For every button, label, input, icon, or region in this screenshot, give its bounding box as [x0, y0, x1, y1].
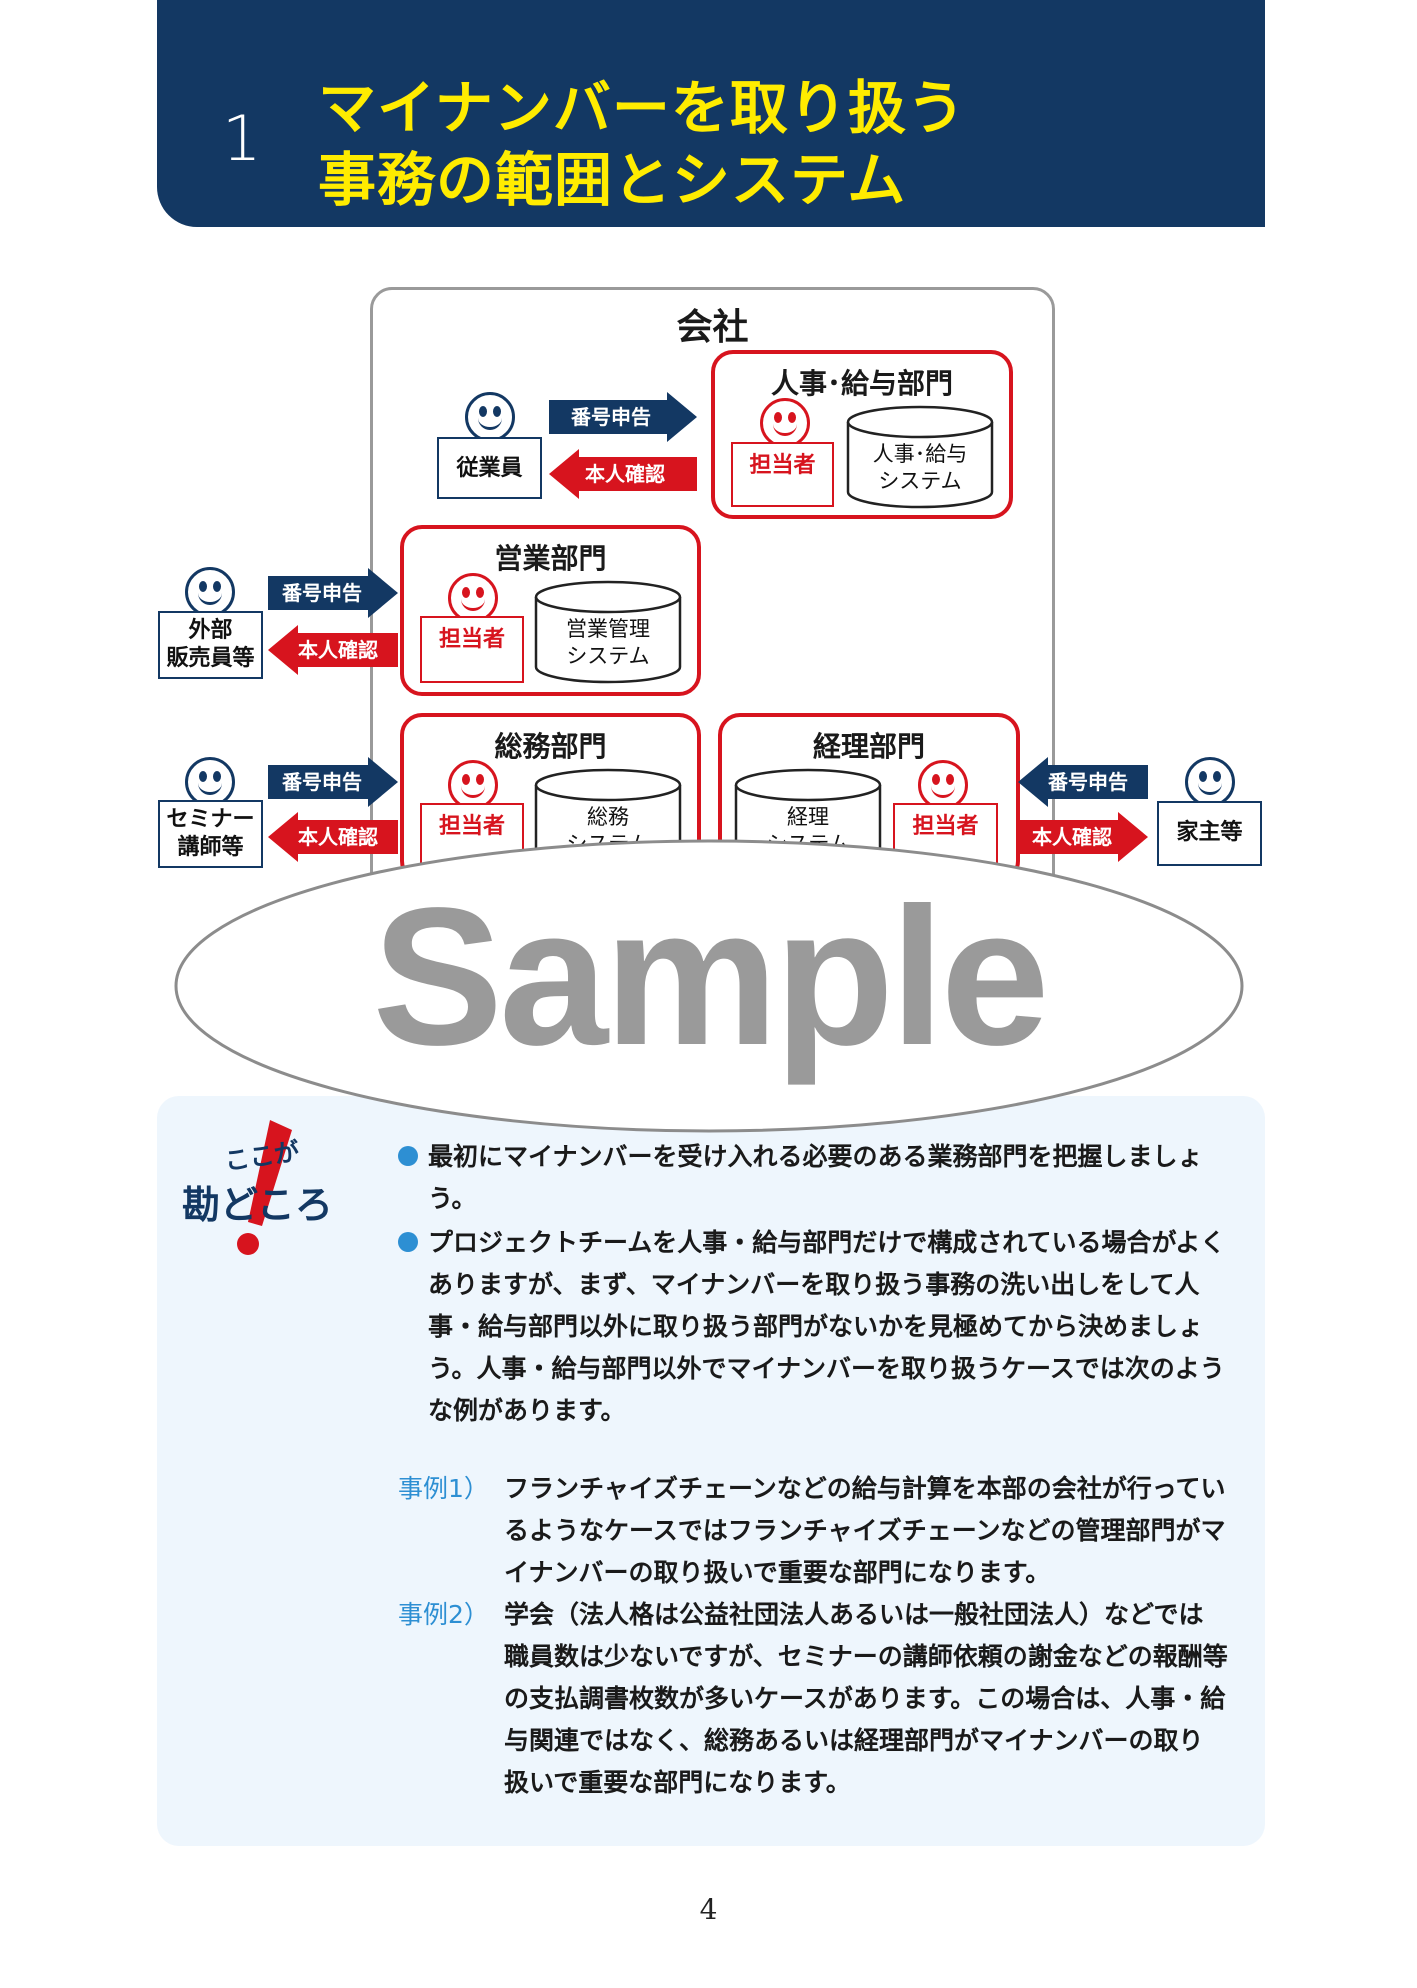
tip-text: 最初にマイナンバーを受け入れる必要のある業務部門を把握しましょう。: [428, 1142, 1203, 1213]
outside-sales-line2: 販売員等: [166, 646, 255, 671]
arrow-number-report-accounting: 番号申告: [1018, 757, 1148, 807]
arrow-number-report-sales: 番号申告: [268, 568, 398, 618]
smiley-icon: [185, 567, 235, 617]
arrow-label: 本人確認: [298, 825, 378, 849]
case-text: フランチャイズチェーンなどの給与計算を本部の会社が行っているようなケースではフラ…: [504, 1474, 1226, 1587]
logo-big-text: 勘どころ: [182, 1183, 333, 1227]
arrow-label: 本人確認: [585, 462, 665, 486]
employee-box: 従業員: [437, 437, 542, 499]
arrow-identity-check-hr: 本人確認: [549, 449, 697, 499]
accounting-staff-label: 担当者: [912, 814, 979, 839]
employee-label: 従業員: [456, 456, 523, 481]
database-icon: 営業管理システム: [534, 580, 682, 684]
arrow-number-report-general: 番号申告: [268, 757, 398, 807]
tips-box: [157, 1096, 1265, 1846]
arrow-label: 番号申告: [282, 581, 362, 605]
householder-box: 家主等: [1157, 801, 1262, 866]
chapter-title: マイナンバーを取り扱う 事務の範囲とシステム: [318, 72, 966, 216]
arrow-number-report-hr: 番号申告: [549, 392, 697, 442]
chapter-title-line1: マイナンバーを取り扱う: [318, 74, 966, 142]
dept-hr-label: 人事･給与部門: [770, 367, 953, 400]
bullet-dot-icon: [398, 1232, 418, 1252]
chapter-number: 1: [222, 102, 262, 175]
lecturer-line2: 講師等: [177, 835, 244, 860]
watermark-text: Sample: [372, 867, 1045, 1086]
arrow-identity-check-sales: 本人確認: [268, 625, 398, 675]
sales-staff-box: 担当者: [420, 616, 524, 683]
tip-text: プロジェクトチームを人事・給与部門だけで構成されている場合がよくありますが、まず…: [428, 1228, 1226, 1425]
dept-general-label: 総務部門: [494, 730, 607, 763]
arrow-label: 番号申告: [571, 405, 651, 429]
case-label: 事例1）: [398, 1474, 489, 1503]
sales-system-line2: システム: [566, 644, 650, 668]
smiley-icon: [1185, 757, 1235, 807]
database-icon: 人事･給与システム: [846, 405, 994, 509]
tip-bullet: プロジェクトチームを人事・給与部門だけで構成されている場合がよくありますが、まず…: [398, 1222, 1228, 1432]
outside-sales-line1: 外部: [188, 618, 233, 643]
dept-accounting-label: 経理部門: [812, 730, 925, 763]
arrow-identity-check-accounting: 本人確認: [1018, 812, 1148, 862]
chapter-header: [157, 0, 1265, 227]
hr-system-line1: 人事･給与: [872, 442, 968, 466]
general-system-line1: 総務: [587, 805, 629, 829]
general-staff-label: 担当者: [438, 814, 505, 839]
smiley-icon: [918, 760, 968, 810]
smiley-icon: [448, 760, 498, 810]
lecturer-box: セミナー 講師等: [158, 800, 263, 868]
arrow-label: 本人確認: [298, 638, 378, 662]
lecturer-line1: セミナー: [166, 807, 255, 832]
page-number: 4: [699, 1893, 718, 1926]
kandokoro-logo: ここが 勘どころ: [178, 1118, 358, 1258]
outside-sales-box: 外部 販売員等: [158, 611, 263, 679]
householder-label: 家主等: [1176, 820, 1243, 845]
hr-system-line2: システム: [878, 469, 962, 493]
arrow-label: 本人確認: [1032, 825, 1112, 849]
sales-staff-label: 担当者: [438, 627, 505, 652]
tips-body: 最初にマイナンバーを受け入れる必要のある業務部門を把握しましょう。 プロジェクト…: [398, 1136, 1228, 1804]
dept-sales-label: 営業部門: [494, 542, 607, 575]
case-label: 事例2）: [398, 1600, 489, 1629]
bullet-dot-icon: [398, 1146, 418, 1166]
case-text: 学会（法人格は公益社団法人あるいは一般社団法人）などでは職員数は少ないですが、セ…: [504, 1600, 1228, 1797]
smiley-icon: [465, 392, 515, 442]
sample-watermark: Sample: [173, 838, 1245, 1135]
arrow-label: 番号申告: [282, 770, 362, 794]
smiley-icon: [760, 398, 810, 448]
logo-small-text: ここが: [223, 1137, 301, 1176]
case-item: 事例1） フランチャイズチェーンなどの給与計算を本部の会社が行っているようなケー…: [398, 1468, 1228, 1594]
chapter-title-line2: 事務の範囲とシステム: [318, 146, 907, 214]
arrow-label: 番号申告: [1048, 770, 1128, 794]
tip-bullet: 最初にマイナンバーを受け入れる必要のある業務部門を把握しましょう。: [398, 1136, 1228, 1220]
case-item: 事例2） 学会（法人格は公益社団法人あるいは一般社団法人）などでは職員数は少ない…: [398, 1594, 1228, 1804]
arrow-identity-check-general: 本人確認: [268, 812, 398, 862]
sales-system-line1: 営業管理: [566, 617, 650, 641]
hr-staff-label: 担当者: [749, 453, 816, 478]
accounting-system-line1: 経理: [787, 805, 829, 829]
hr-staff-box: 担当者: [731, 442, 834, 507]
company-label: 会社: [676, 307, 749, 348]
